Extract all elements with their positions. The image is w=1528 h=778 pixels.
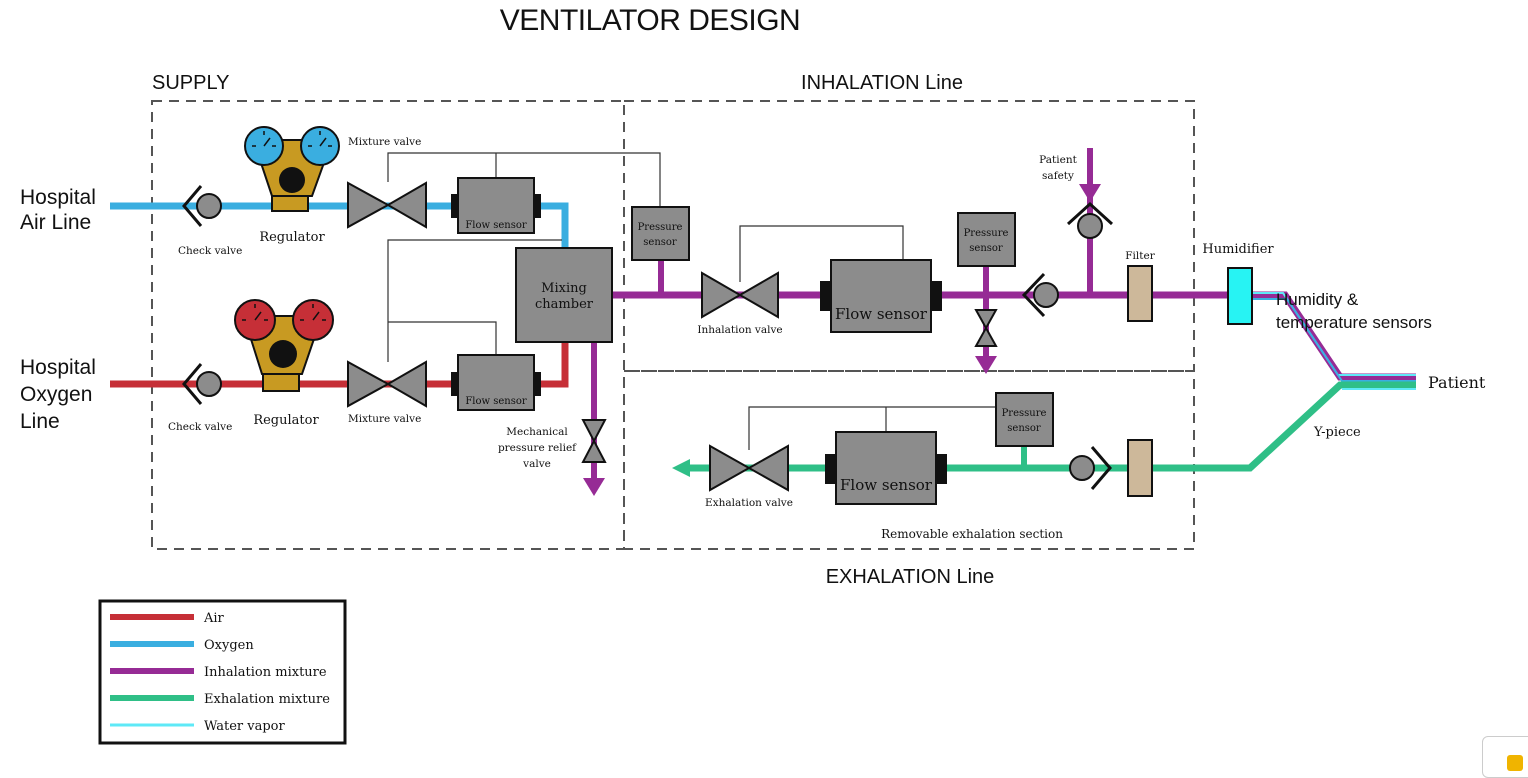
inhalation-valve-label: Inhalation valve — [697, 324, 782, 336]
svg-text:Flow sensor: Flow sensor — [840, 476, 933, 494]
humidity-sensors-label: Humidity & temperature sensors — [1276, 290, 1432, 332]
hospital-air-line-label: Hospital Air Line — [20, 186, 96, 234]
inhalation-boundary — [623, 100, 1195, 372]
humidified-pipe — [1252, 291, 1416, 382]
floating-widget-button[interactable] — [1482, 736, 1528, 778]
legend-item: Air — [110, 611, 225, 626]
check-valve-label-top: Check valve — [178, 245, 242, 257]
svg-text:Pressure: Pressure — [1002, 408, 1047, 419]
mechanical-relief-valve-icon — [581, 419, 607, 463]
section-exhalation: EXHALATION Line — [826, 566, 995, 588]
check-valve-icon — [1069, 446, 1112, 490]
mixing-chamber: Mixing chamber — [515, 247, 613, 343]
flow-sensor-air: Flow sensor — [451, 354, 541, 411]
flow-sensor-exhalation: Flow sensor — [825, 431, 947, 505]
svg-text:temperature sensors: temperature sensors — [1276, 313, 1432, 332]
svg-text:Pressure: Pressure — [638, 222, 683, 233]
svg-text:Air Line: Air Line — [20, 211, 91, 234]
y-piece-label: Y-piece — [1313, 425, 1361, 440]
diagram-title: VENTILATOR DESIGN — [500, 4, 800, 37]
mixture-valve-icon — [347, 181, 427, 229]
supply-boundary — [151, 100, 625, 550]
check-valve-icon — [182, 363, 222, 405]
svg-text:valve: valve — [522, 458, 551, 470]
inhalation-vent-arrow-icon — [975, 356, 997, 374]
svg-text:Flow sensor: Flow sensor — [465, 220, 527, 231]
check-valve-label-bottom: Check valve — [168, 421, 232, 433]
svg-text:Flow sensor: Flow sensor — [835, 305, 928, 323]
legend-item: Water vapor — [110, 719, 285, 734]
svg-text:Mixing: Mixing — [541, 281, 587, 296]
flow-sensor-inhalation: Flow sensor — [820, 259, 942, 333]
legend-item: Oxygen — [110, 638, 254, 653]
svg-text:safety: safety — [1042, 170, 1074, 182]
legend: Air Oxygen Inhalation mixture Exhalation… — [98, 599, 347, 745]
svg-text:Pressure: Pressure — [964, 228, 1009, 239]
svg-text:sensor: sensor — [1007, 423, 1041, 434]
mechanical-relief-label: Mechanical pressure relief valve — [498, 426, 577, 470]
svg-text:chamber: chamber — [535, 297, 594, 312]
humidifier — [1227, 267, 1253, 325]
patient-safety-label: Patient safety — [1039, 154, 1077, 182]
regulator-air-icon — [234, 299, 334, 392]
exhalation-pipe — [690, 381, 1416, 472]
section-supply: SUPPLY — [152, 72, 229, 94]
mixture-valve-label-top: Mixture valve — [348, 136, 421, 148]
svg-text:Humidity &: Humidity & — [1276, 290, 1359, 309]
svg-text:Line: Line — [20, 410, 60, 433]
svg-text:Oxygen: Oxygen — [204, 638, 254, 653]
widget-icon — [1507, 755, 1523, 771]
exhalation-valve-label: Exhalation valve — [705, 497, 793, 509]
mixture-valve-label-bottom: Mixture valve — [348, 413, 421, 425]
mixture-valve-icon — [347, 360, 427, 408]
flow-sensor-oxygen: Flow sensor — [451, 177, 541, 234]
patient-safety-arrow-icon — [1079, 184, 1101, 202]
svg-text:Air: Air — [203, 611, 225, 626]
regulator-label-bottom: Regulator — [253, 413, 319, 428]
removable-section-label: Removable exhalation section — [881, 527, 1063, 541]
svg-text:Mechanical: Mechanical — [506, 426, 568, 438]
filter-label: Filter — [1125, 250, 1155, 262]
legend-item: Exhalation mixture — [110, 692, 330, 707]
vent-valve-icon — [974, 309, 998, 347]
filter-inhalation — [1127, 265, 1153, 322]
exhalation-outlet-arrow-icon — [672, 459, 690, 477]
humidifier-label: Humidifier — [1202, 242, 1274, 257]
svg-text:Hospital: Hospital — [20, 356, 96, 379]
oxygen-pipe-to-chamber — [530, 202, 569, 248]
patient-label: Patient — [1428, 373, 1486, 392]
svg-text:sensor: sensor — [643, 237, 677, 248]
legend-item: Inhalation mixture — [110, 665, 327, 680]
air-pipe-to-chamber — [530, 342, 569, 388]
regulator-oxygen-icon — [244, 126, 340, 212]
svg-text:Flow sensor: Flow sensor — [465, 396, 527, 407]
pressure-sensor-inhalation: Pressure sensor — [957, 212, 1016, 267]
ventilator-diagram: VENTILATOR DESIGN SUPPLY INHALATION Line… — [20, 4, 1486, 745]
pressure-sensor-supply: Pressure sensor — [631, 206, 690, 261]
pressure-sensor-exhalation: Pressure sensor — [995, 392, 1054, 447]
section-inhalation: INHALATION Line — [801, 72, 963, 94]
svg-text:sensor: sensor — [969, 243, 1003, 254]
relief-arrow-icon — [583, 478, 605, 496]
filter-exhalation — [1127, 439, 1153, 497]
svg-text:pressure relief: pressure relief — [498, 442, 577, 454]
patient-safety-valve-icon — [1066, 201, 1114, 239]
check-valve-icon — [1021, 272, 1059, 318]
inhalation-valve-icon — [701, 271, 779, 319]
hospital-oxygen-line-label: Hospital Oxygen Line — [20, 356, 96, 433]
svg-text:Patient: Patient — [1039, 154, 1077, 166]
regulator-label-top: Regulator — [259, 230, 325, 245]
exhalation-valve-icon — [709, 444, 789, 492]
svg-text:Inhalation mixture: Inhalation mixture — [204, 665, 327, 680]
svg-text:Hospital: Hospital — [20, 186, 96, 209]
svg-text:Water vapor: Water vapor — [204, 719, 285, 734]
svg-text:Oxygen: Oxygen — [20, 383, 92, 406]
check-valve-icon — [182, 185, 222, 227]
svg-text:Exhalation mixture: Exhalation mixture — [204, 692, 330, 707]
